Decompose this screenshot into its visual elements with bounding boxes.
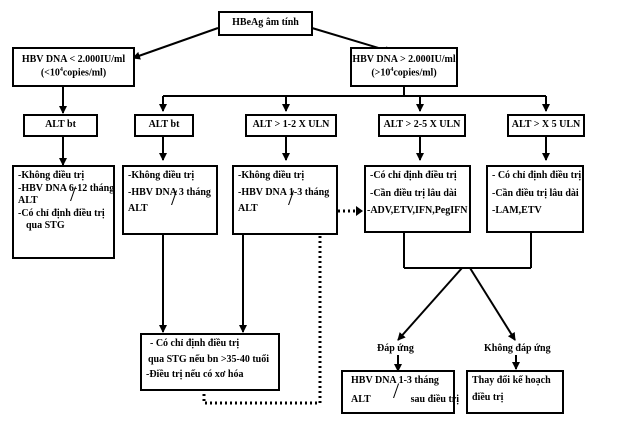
hbv-low-line2: (<104copies/ml) — [40, 66, 107, 79]
node-alt-bt-left: ALT bt — [23, 114, 98, 137]
node-alt-2-5-uln: ALT > 2-5 X ULN — [378, 114, 466, 137]
node-alt-over-5-uln: ALT > X 5 ULN — [507, 114, 585, 137]
label-no-respond: Không đáp ứng — [484, 343, 551, 354]
box-no-respond: Thay đổi kế hoạch điều trị — [466, 370, 564, 414]
node-alt-bt-middle: ALT bt — [134, 114, 194, 137]
box-no-treatment-b: -Không điều trị -HBV DNA 3 tháng ALT / — [122, 165, 218, 235]
hbv-high-line2: (>104copies/ml) — [371, 66, 437, 79]
dotted-link-arrowhead — [356, 206, 363, 216]
arrow-root-to-low — [132, 27, 219, 60]
box-treatment-indicated-e: - Có chỉ định điều trị -Cần điều trị lâu… — [486, 165, 584, 233]
box-no-treatment-c: -Không điều trị -HBV DNA 1-3 tháng ALT / — [232, 165, 338, 235]
hbv-high-line1: HBV DNA > 2.000IU/ml — [352, 54, 456, 66]
box-no-treatment-left: -Không điều trị -HBV DNA 6-12 tháng ALT … — [12, 165, 115, 259]
node-hbeag-negative: HBeAg âm tính — [218, 11, 313, 36]
label-respond: Đáp ứng — [377, 343, 414, 354]
hbv-low-line1: HBV DNA < 2.000IU/ml — [21, 54, 126, 66]
dotted-link-stg-to-boxd — [202, 209, 356, 405]
node-alt-1-2-uln: ALT > 1-2 X ULN — [245, 114, 337, 137]
node-hbv-dna-high: HBV DNA > 2.000IU/ml (>104copies/ml) — [350, 47, 458, 87]
box-stg-indication: - Có chỉ định điều trị qua STG nếu bn >3… — [140, 333, 280, 391]
node-hbv-dna-low: HBV DNA < 2.000IU/ml (<104copies/ml) — [12, 47, 135, 87]
arrow-to-no-respond — [469, 267, 516, 341]
box-treatment-indicated-d: -Có chỉ định điều trị -Cần điều trị lâu … — [364, 165, 471, 233]
node-hbeag-negative-label: HBeAg âm tính — [232, 17, 299, 29]
arrow-to-respond — [397, 267, 463, 341]
